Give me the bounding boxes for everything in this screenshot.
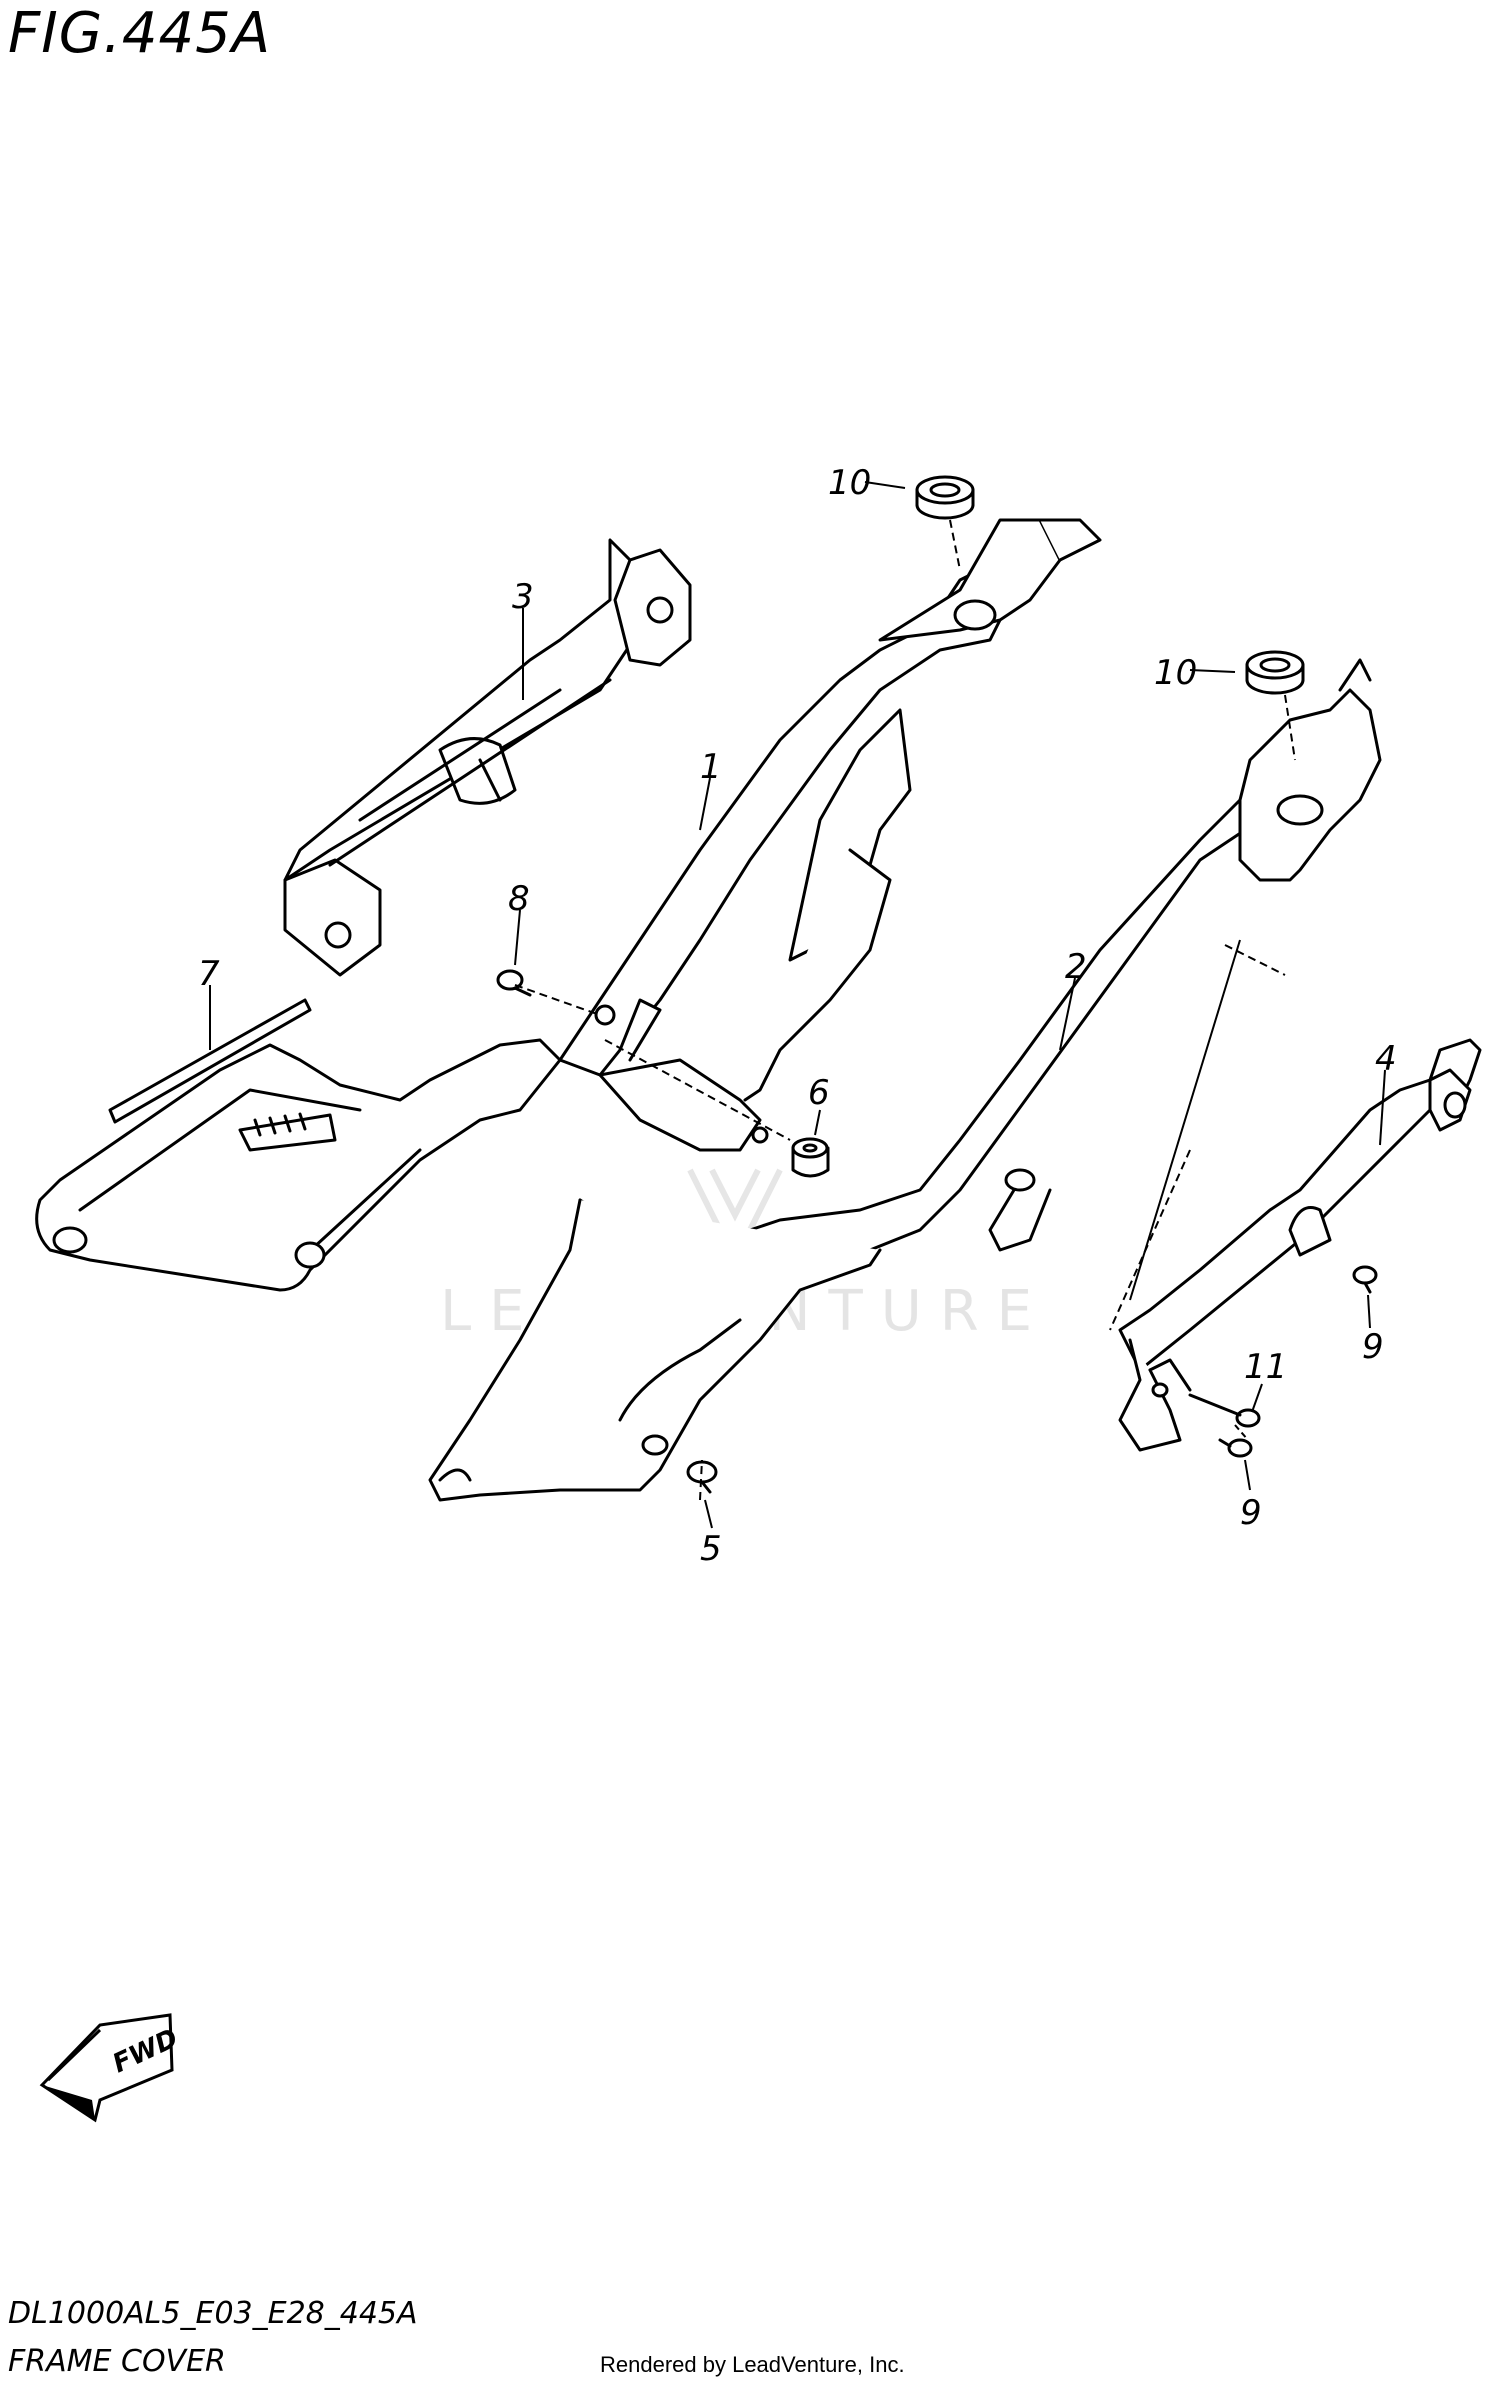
forward-arrow: FWD <box>39 2013 183 2123</box>
callout-5: 5 <box>700 1529 722 1569</box>
callout-3: 3 <box>512 577 534 617</box>
callout-9b: 9 <box>1240 1493 1262 1533</box>
model-code: DL1000AL5_E03_E28_445A <box>8 2296 418 2331</box>
figure-title: FIG.445A <box>8 1 272 66</box>
callout-6: 6 <box>808 1073 830 1113</box>
part-6-damper[interactable] <box>791 1137 830 1178</box>
callout-10a: 10 <box>828 463 871 503</box>
part-11-screw[interactable] <box>1188 1393 1261 1428</box>
leader-lines <box>209 481 1386 1529</box>
part-1-frame-cover[interactable] <box>558 518 1102 1152</box>
part-10-grommet-b[interactable] <box>1245 650 1305 695</box>
part-9-screw-b[interactable] <box>1218 1438 1253 1458</box>
part-9-screw-a[interactable] <box>1352 1265 1378 1294</box>
callout-10b: 10 <box>1154 653 1197 693</box>
part-8-screw[interactable] <box>496 969 532 997</box>
part-10-grommet-a[interactable] <box>915 475 975 520</box>
callout-7: 7 <box>198 954 220 994</box>
callout-2: 2 <box>1065 947 1087 987</box>
part-3-bracket[interactable] <box>283 538 692 977</box>
figure-name: FRAME COVER <box>8 2344 226 2379</box>
callout-4: 4 <box>1375 1039 1397 1079</box>
part-7-strip[interactable] <box>108 998 312 1124</box>
part-2-frame-cover[interactable] <box>428 658 1382 1502</box>
callout-1: 1 <box>700 747 722 787</box>
part-4-bracket[interactable] <box>1118 1038 1482 1452</box>
callout-8: 8 <box>508 879 530 919</box>
callout-9a: 9 <box>1362 1327 1384 1367</box>
callout-11: 11 <box>1244 1347 1287 1387</box>
side-panel-left[interactable] <box>35 1038 562 1292</box>
rendered-credit: Rendered by LeadVenture, Inc. <box>600 2352 905 2377</box>
